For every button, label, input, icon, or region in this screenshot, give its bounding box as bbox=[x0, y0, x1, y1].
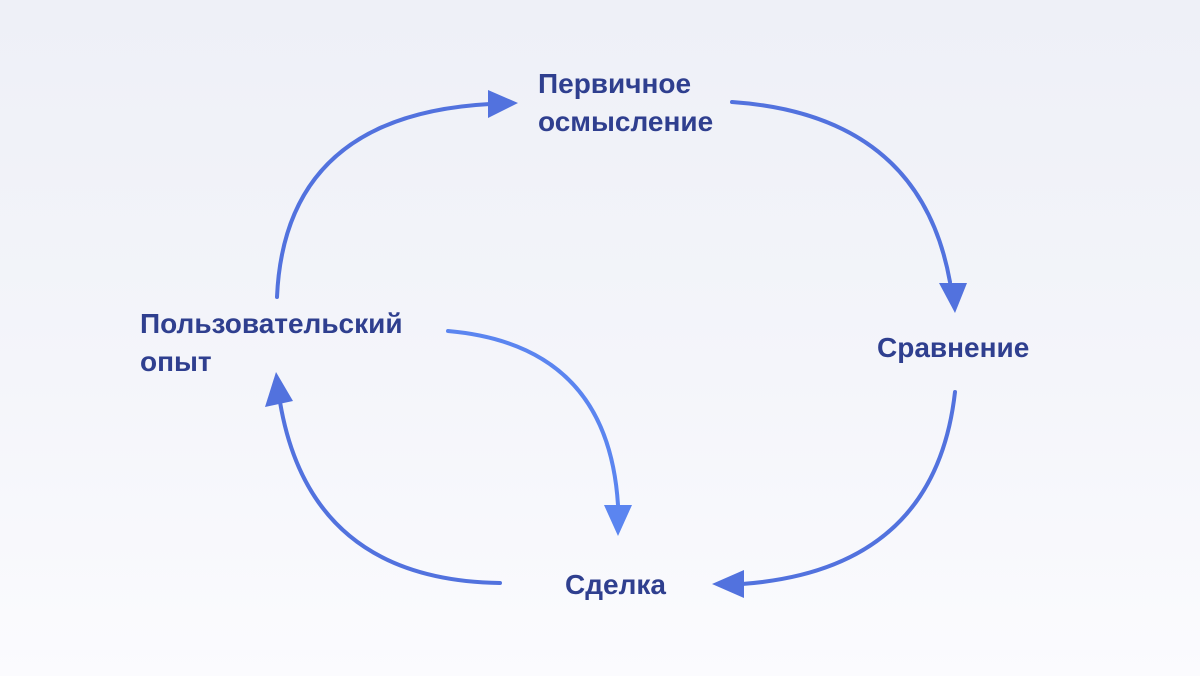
arrowhead-compare bbox=[939, 283, 967, 313]
node-deal: Сделка bbox=[565, 566, 666, 604]
arrowhead-deal-right bbox=[712, 570, 744, 598]
arrowhead-ux bbox=[265, 372, 293, 407]
node-primary-line2: осмысление bbox=[538, 106, 714, 137]
node-primary-line1: Первичное bbox=[538, 68, 692, 99]
arrow-primary-to-compare bbox=[730, 100, 952, 284]
arrow-ux-to-primary bbox=[275, 102, 492, 299]
node-compare-line1: Сравнение bbox=[877, 332, 1030, 363]
node-primary-understanding: Первичное осмысление bbox=[538, 65, 713, 141]
node-deal-line1: Сделка bbox=[565, 569, 666, 600]
node-ux-line2: опыт bbox=[140, 346, 212, 377]
arrow-ux-to-deal bbox=[446, 329, 620, 507]
arrow-deal-to-ux bbox=[278, 400, 502, 585]
node-user-experience: Пользовательский опыт bbox=[140, 305, 403, 381]
node-ux-line1: Пользовательский bbox=[140, 308, 403, 339]
arrowhead-primary bbox=[488, 90, 518, 118]
arrow-compare-to-deal bbox=[740, 390, 957, 586]
node-comparison: Сравнение bbox=[877, 329, 1029, 367]
arrowhead-deal-top bbox=[604, 505, 632, 536]
